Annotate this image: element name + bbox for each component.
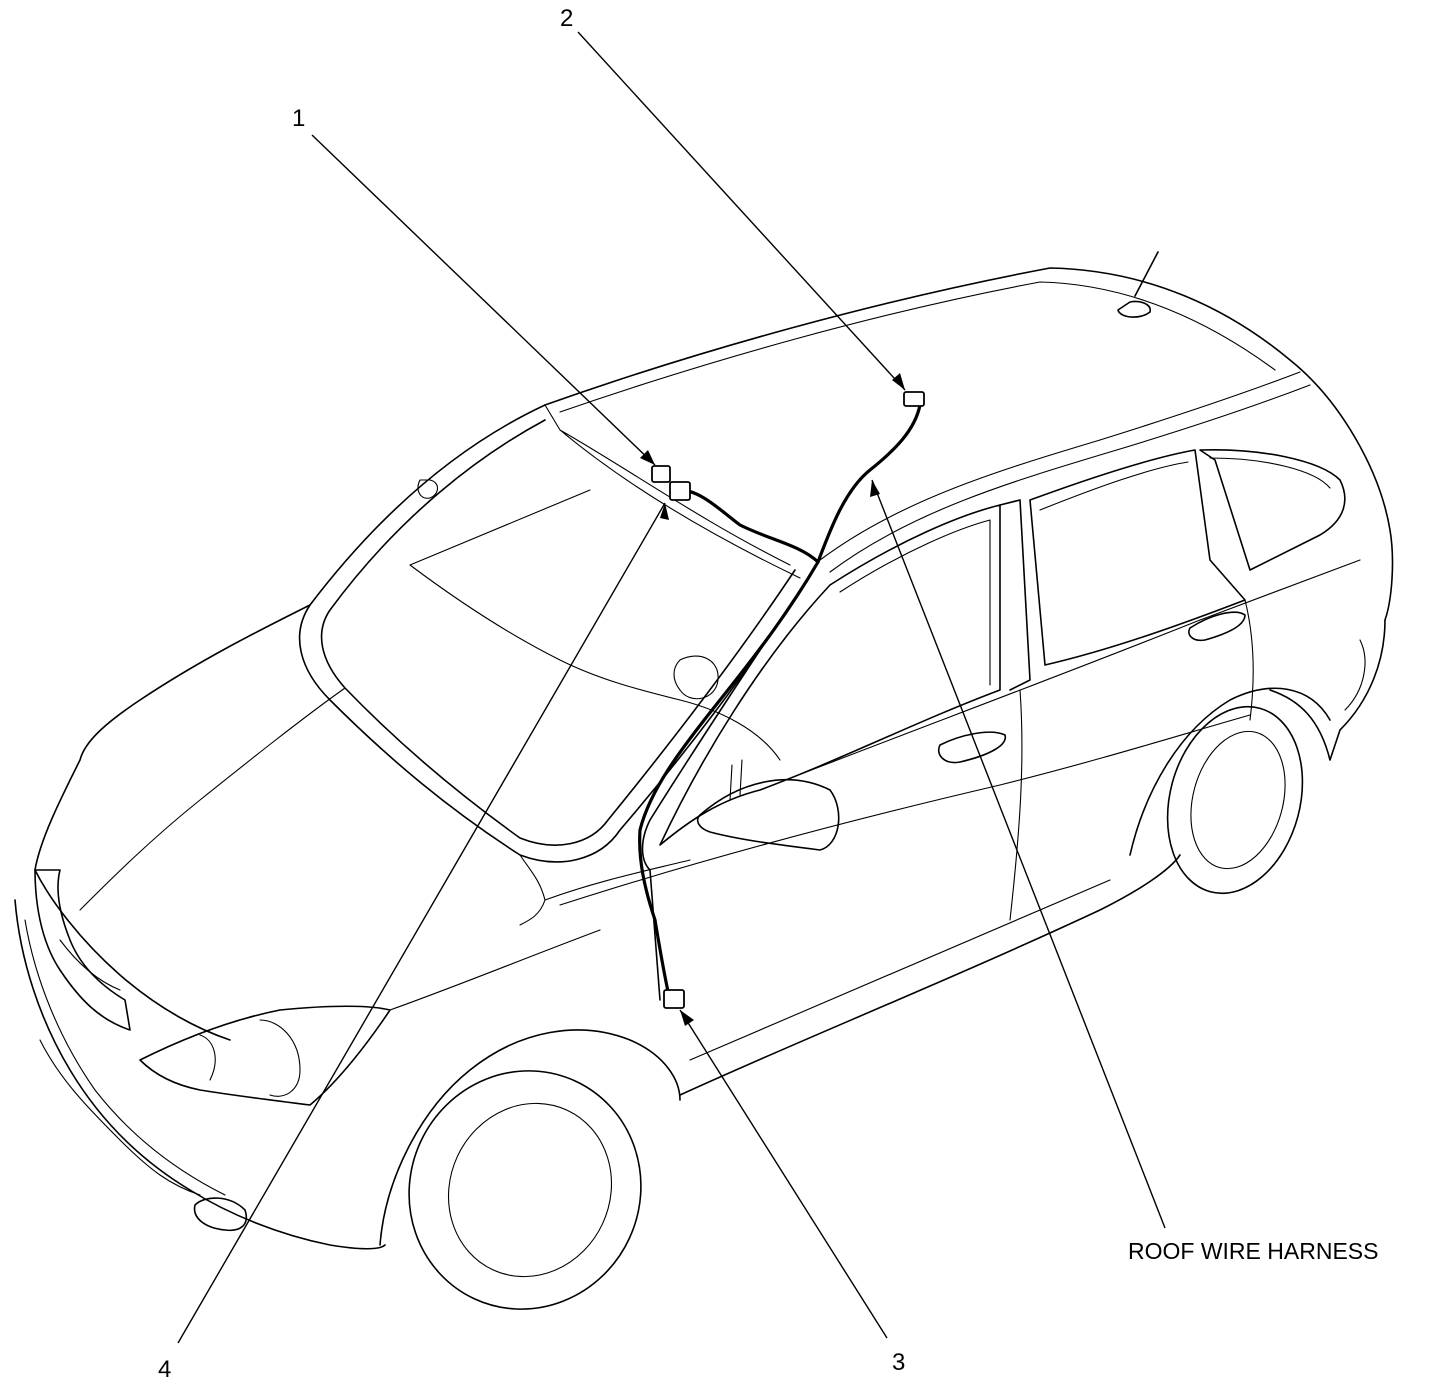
leader-4 bbox=[177, 502, 666, 1344]
callout-3: 3 bbox=[892, 1349, 905, 1376]
roof-wire-harness-label: ROOF WIRE HARNESS bbox=[1128, 1238, 1378, 1264]
rear-door-handle bbox=[1188, 611, 1246, 642]
front-tire bbox=[408, 1070, 642, 1310]
harness-pillar-run bbox=[638, 560, 820, 1002]
leader-1 bbox=[311, 134, 656, 466]
wiper-area bbox=[417, 479, 439, 499]
front-wheel-arch bbox=[379, 1029, 681, 1246]
side-mirror-stem bbox=[729, 759, 743, 801]
rear-door-window bbox=[1029, 449, 1246, 666]
side-sill-inner bbox=[689, 879, 1111, 1061]
rear-wheel-arch bbox=[1129, 687, 1331, 856]
rear-bumper-line bbox=[1344, 639, 1366, 711]
arrowhead-1 bbox=[640, 450, 655, 465]
arrowhead-3 bbox=[680, 1010, 694, 1026]
grille bbox=[34, 869, 131, 1031]
leader-harness bbox=[871, 479, 1166, 1229]
front-door-window-inner bbox=[839, 519, 991, 686]
arrowhead-2 bbox=[892, 373, 905, 390]
hood-outline bbox=[34, 604, 311, 871]
roof-side-molding bbox=[819, 371, 1301, 561]
roof-wire-harness bbox=[638, 403, 922, 1002]
vehicle-body bbox=[14, 251, 1394, 1310]
headlight bbox=[139, 1005, 391, 1106]
front-rim bbox=[447, 1102, 613, 1278]
rear-tire bbox=[1166, 705, 1304, 895]
bumper-lower-edge bbox=[39, 1039, 201, 1196]
grille-inner bbox=[59, 939, 121, 991]
dashboard-hint bbox=[409, 489, 781, 761]
hood-center-line bbox=[79, 687, 346, 911]
roof-outline bbox=[544, 267, 1394, 621]
rear-quarter-window bbox=[1199, 448, 1346, 571]
fog-light bbox=[193, 1197, 247, 1232]
leader-lines bbox=[177, 31, 1166, 1344]
connector-2 bbox=[903, 391, 925, 407]
side-sill bbox=[679, 854, 1181, 1096]
belt-line bbox=[759, 559, 1361, 791]
connector-1 bbox=[651, 465, 671, 483]
steering-wheel-hint bbox=[673, 655, 719, 700]
leader-3 bbox=[679, 1009, 888, 1339]
arrowhead-4 bbox=[660, 503, 669, 520]
harness-main-run bbox=[678, 403, 922, 564]
side-body-crease bbox=[559, 714, 1251, 906]
windshield-top-strip bbox=[544, 404, 801, 579]
side-mirror bbox=[696, 779, 840, 851]
headlight-lens-inner bbox=[199, 1019, 301, 1097]
fender-line bbox=[389, 859, 691, 1011]
rear-door-rear-edge bbox=[1244, 599, 1254, 721]
windshield-outer bbox=[298, 404, 811, 863]
front-bumper-inner bbox=[24, 919, 226, 1196]
callout-labels: 1 2 3 4 ROOF WIRE HARNESS bbox=[158, 5, 1378, 1383]
arrowhead-harness bbox=[870, 480, 880, 497]
front-bumper bbox=[14, 899, 386, 1250]
front-door-rear-edge bbox=[1009, 689, 1023, 921]
callout-4: 4 bbox=[158, 1356, 171, 1383]
connector-3 bbox=[663, 989, 685, 1009]
rear-body bbox=[1269, 619, 1386, 761]
roof-side-molding-lower bbox=[829, 384, 1311, 573]
connectors bbox=[651, 391, 925, 1009]
rear-door-window-inner bbox=[1039, 461, 1189, 511]
rear-quarter-inner bbox=[1209, 457, 1331, 489]
connector-4 bbox=[669, 481, 691, 501]
antenna bbox=[1117, 251, 1159, 318]
roof-inner-line bbox=[559, 281, 1276, 413]
b-pillar bbox=[999, 499, 1031, 691]
leader-2 bbox=[577, 31, 906, 391]
callout-1: 1 bbox=[292, 105, 305, 132]
windshield-inner bbox=[320, 419, 796, 846]
rear-rim bbox=[1190, 730, 1286, 870]
hood-front-edge bbox=[34, 869, 231, 1041]
callout-2: 2 bbox=[560, 5, 573, 32]
hood-side-crease bbox=[519, 854, 546, 926]
